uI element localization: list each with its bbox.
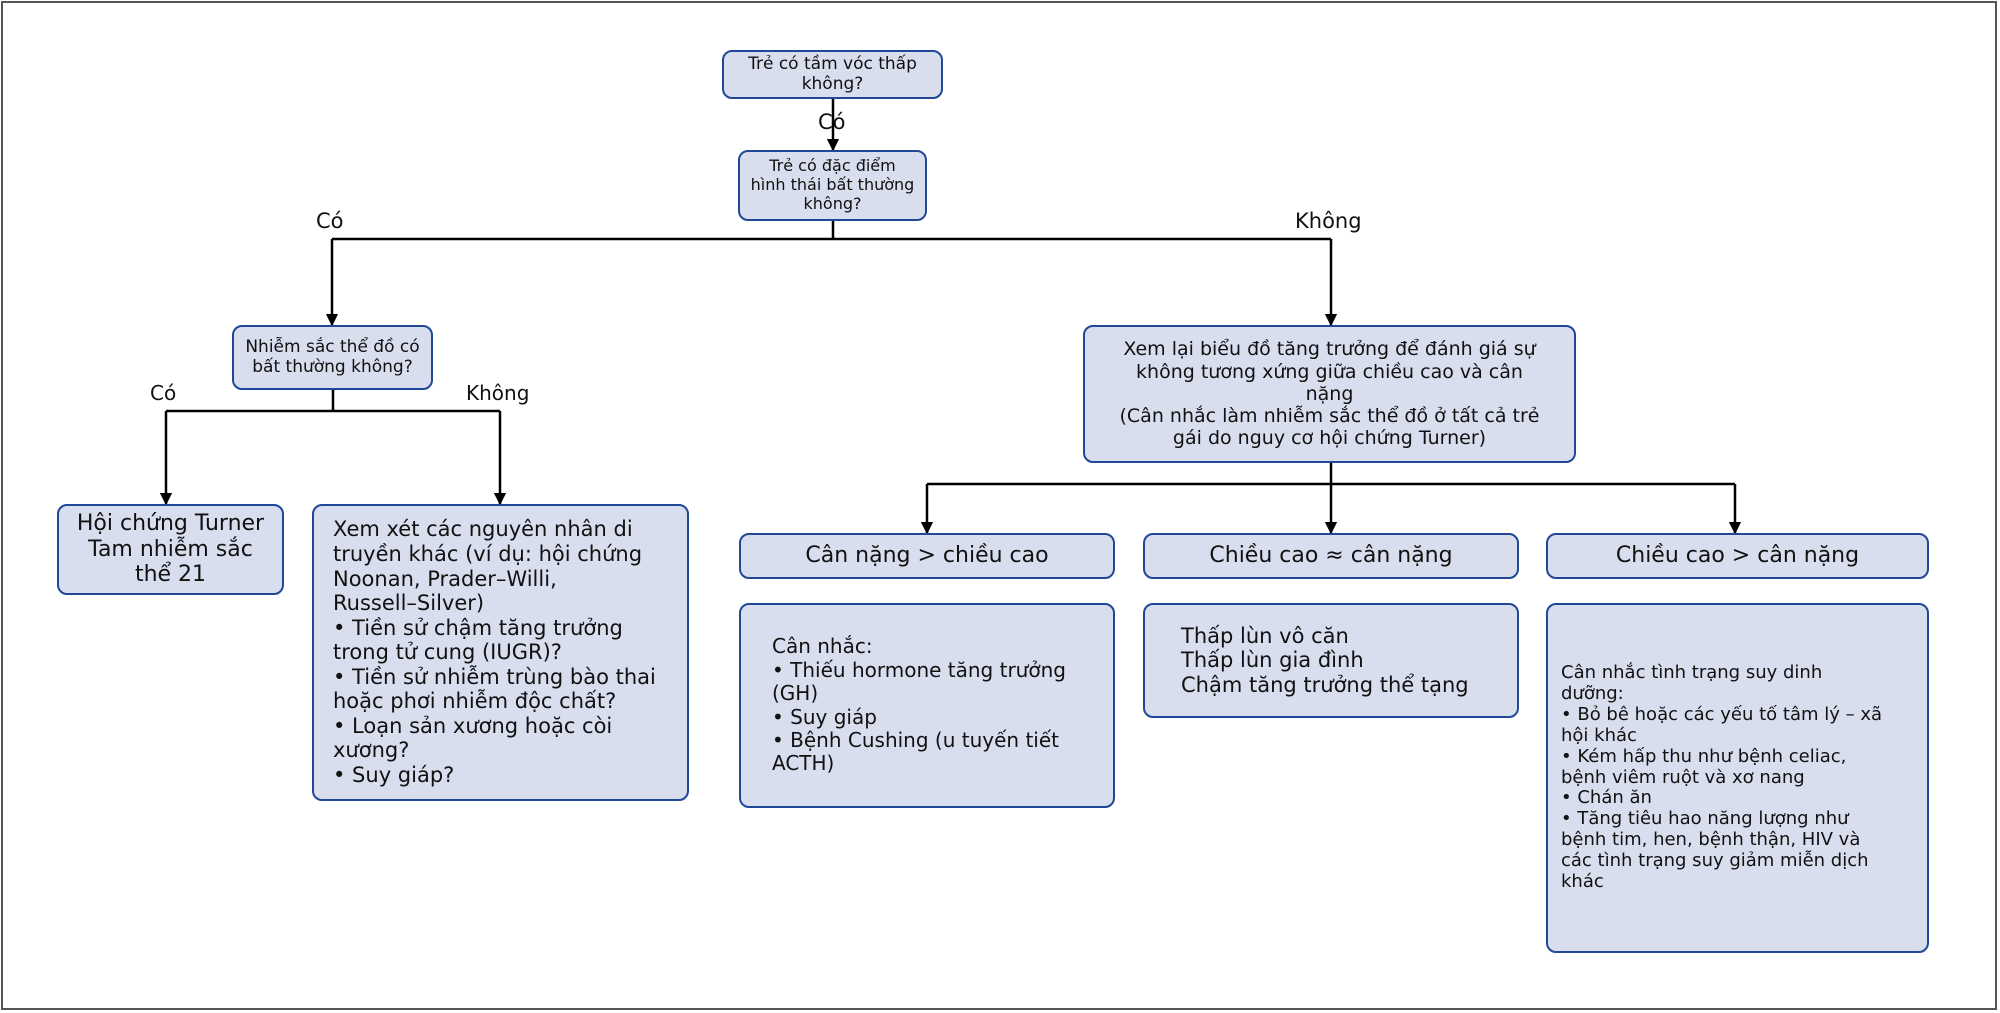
edge-review-split xyxy=(927,463,1735,486)
node-text: Xem xét các nguyên nhân di truyền khác (… xyxy=(333,517,656,788)
edge-q2-split xyxy=(332,221,1331,241)
node-height-approx-weight: Chiều cao ≈ cân nặng xyxy=(1143,533,1519,579)
node-text: Cân nặng > chiều cao xyxy=(805,543,1049,569)
node-review-growth-chart: Xem lại biểu đồ tăng trưởng để đánh giá … xyxy=(1083,325,1576,463)
node-text: Trẻ có tầm vóc thấp không? xyxy=(748,53,917,94)
node-text: Chiều cao > cân nặng xyxy=(1615,543,1860,569)
node-height-gt-weight: Chiều cao > cân nặng xyxy=(1546,533,1929,579)
node-short-stature-question: Trẻ có tầm vóc thấp không? xyxy=(722,50,943,99)
node-other-genetic-causes: Xem xét các nguyên nhân di truyền khác (… xyxy=(312,504,689,801)
node-malnutrition-causes: Cân nhắc tình trạng suy dinh dưỡng: • Bỏ… xyxy=(1546,603,1929,953)
node-text: Cân nhắc: • Thiếu hormone tăng trưởng (G… xyxy=(772,634,1066,776)
node-constitutional-causes: Thấp lùn vô căn Thấp lùn gia đình Chậm t… xyxy=(1143,603,1519,718)
node-dysmorphic-question: Trẻ có đặc điểm hình thái bất thường khô… xyxy=(738,150,927,221)
node-text: Trẻ có đặc điểm hình thái bất thường khô… xyxy=(750,156,915,213)
edge-label-q2-yes: Có xyxy=(316,209,344,233)
edge-label-q3-yes: Có xyxy=(150,381,177,405)
node-turner-trisomy: Hội chứng Turner Tam nhiễm sắc thể 21 xyxy=(57,504,284,595)
edge-q3-split xyxy=(166,390,500,413)
edge-label-q3-no: Không xyxy=(466,381,530,405)
node-endocrine-causes: Cân nhắc: • Thiếu hormone tăng trưởng (G… xyxy=(739,603,1115,808)
node-karyotype-question: Nhiễm sắc thể đồ có bất thường không? xyxy=(232,325,433,390)
node-text: Hội chứng Turner Tam nhiễm sắc thể 21 xyxy=(76,510,265,588)
node-text: Cân nhắc tình trạng suy dinh dưỡng: • Bỏ… xyxy=(1561,662,1883,892)
edge-label-q2-no: Không xyxy=(1295,209,1362,233)
node-text: Thấp lùn vô căn Thấp lùn gia đình Chậm t… xyxy=(1181,623,1469,697)
node-text: Xem lại biểu đồ tăng trưởng để đánh giá … xyxy=(1119,338,1540,450)
node-text: Chiều cao ≈ cân nặng xyxy=(1209,543,1453,569)
node-text: Nhiễm sắc thể đồ có bất thường không? xyxy=(245,336,420,377)
edge-label-q1-yes: Có xyxy=(818,110,846,134)
node-weight-gt-height: Cân nặng > chiều cao xyxy=(739,533,1115,579)
